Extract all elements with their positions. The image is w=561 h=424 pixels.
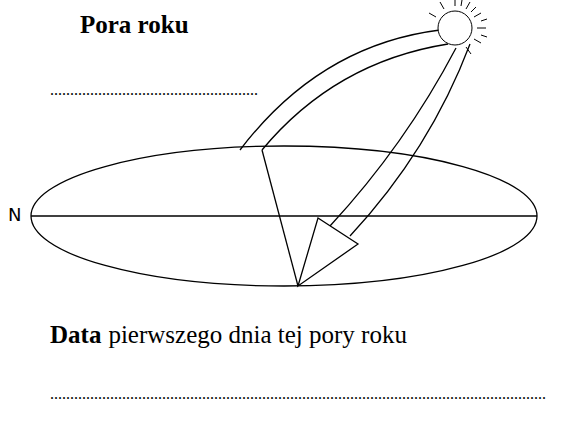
north-south-line xyxy=(31,215,537,216)
answer-dotted-line: ........................................… xyxy=(50,82,258,98)
answer-dotted-line: ........................................… xyxy=(50,386,546,402)
sun-ray-line xyxy=(262,150,298,286)
sun-path-band xyxy=(262,44,448,150)
heading-label: Pora roku xyxy=(80,12,189,37)
horizon-ellipse xyxy=(31,146,537,286)
field-label: pierwszego dnia tej pory roku xyxy=(108,322,407,347)
sun-ray-arrow xyxy=(350,44,470,236)
sun-ray-arrow xyxy=(330,48,456,226)
direction-label: N xyxy=(8,206,21,224)
arrow-head xyxy=(298,218,358,286)
sun-path-band xyxy=(240,30,440,150)
sun-symbol xyxy=(429,0,487,54)
field-label: Data xyxy=(50,322,101,347)
